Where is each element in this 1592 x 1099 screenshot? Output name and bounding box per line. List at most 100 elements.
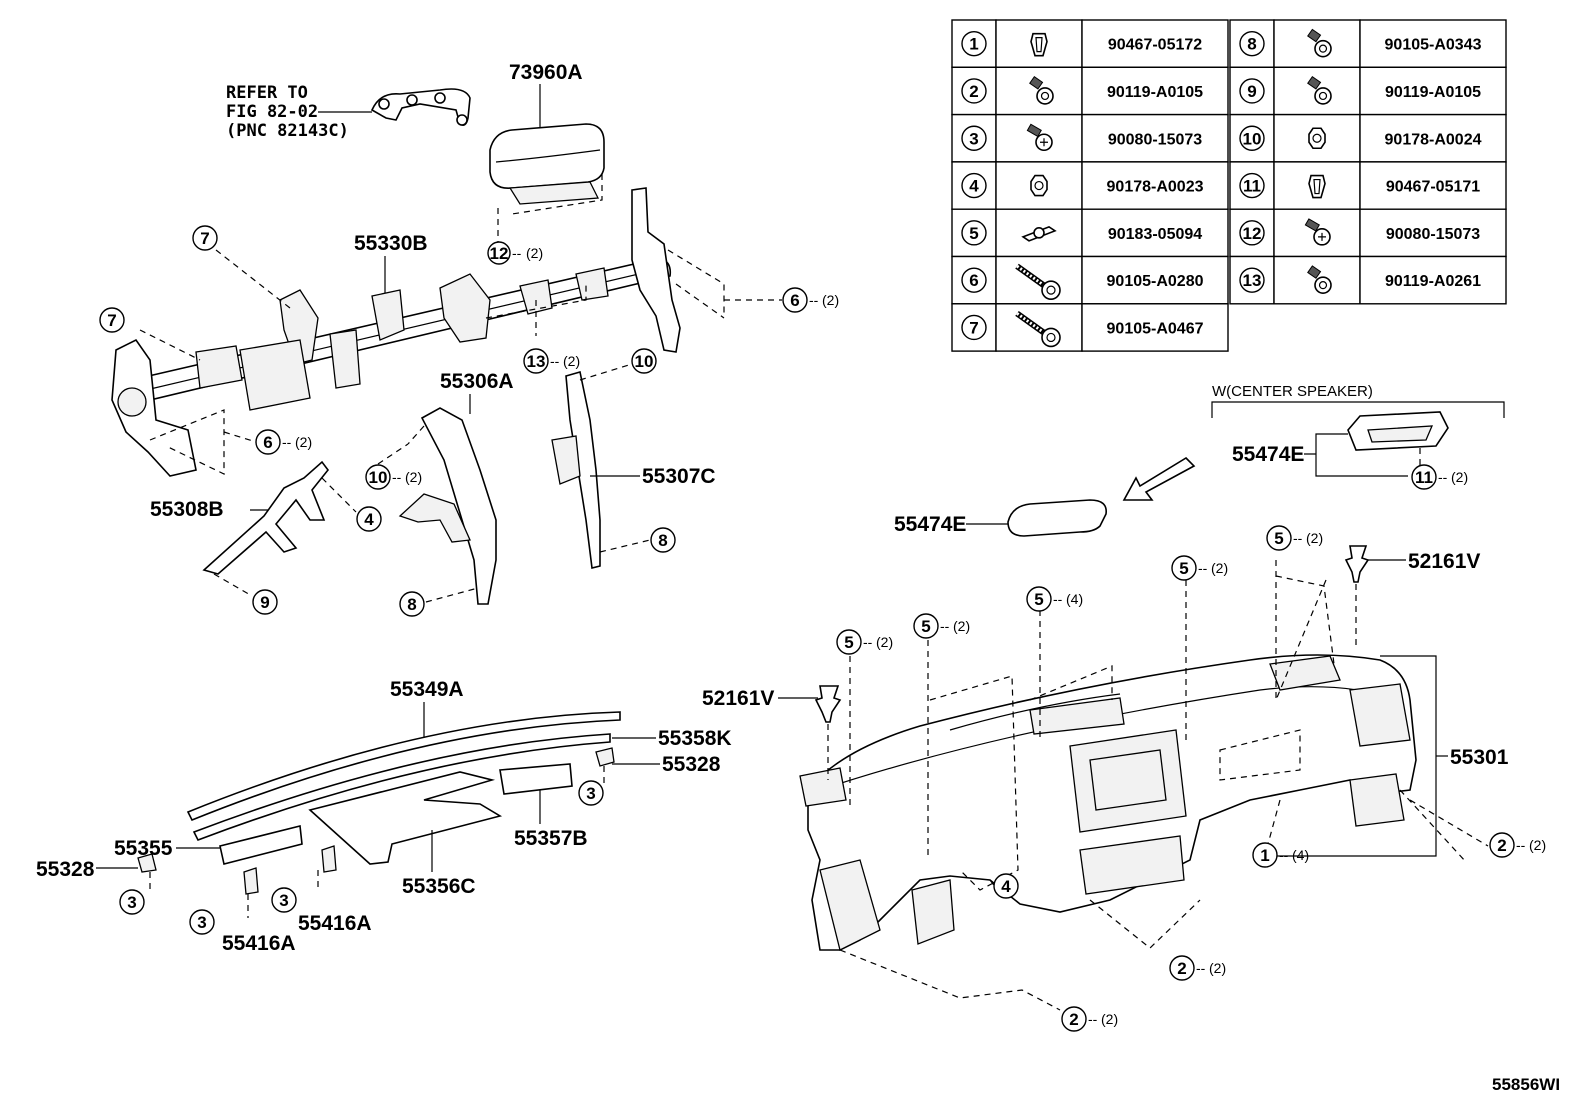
svg-text:3: 3 xyxy=(279,891,288,910)
refer-line-2: FIG 82-02 xyxy=(226,102,318,122)
svg-text:(4): (4) xyxy=(1066,591,1083,607)
fastener-part-number: 90178-A0024 xyxy=(1385,131,1482,148)
callout-5b: 5--(2) xyxy=(913,613,970,639)
svg-text:--: -- xyxy=(1088,1011,1098,1027)
svg-text:6: 6 xyxy=(263,433,272,452)
svg-text:--: -- xyxy=(940,618,950,634)
fastener-row: 13 90119-A0261 xyxy=(1229,255,1507,305)
label-52161V-left: 52161V xyxy=(702,687,774,710)
svg-text:3: 3 xyxy=(127,893,136,912)
label-55349A: 55349A xyxy=(390,678,464,701)
nut-icon xyxy=(1308,127,1326,150)
label-55474E-right: 55474E xyxy=(1232,443,1304,466)
airbag-module: 73960A xyxy=(489,61,605,242)
fastener-part-number: 90119-A0261 xyxy=(1385,273,1481,290)
callout-6b: 6 --(2) xyxy=(255,429,312,455)
refer-line-3: (PNC 82143C) xyxy=(226,121,349,141)
pad-group: 55349A 55358K 55328 55357B 55356C 55355 … xyxy=(36,678,732,955)
fastener-number: 1 xyxy=(969,35,978,54)
label-55308B: 55308B xyxy=(150,498,224,521)
fastener-number: 5 xyxy=(969,224,978,243)
fastener-number: 9 xyxy=(1247,82,1256,101)
svg-text:2: 2 xyxy=(1497,836,1506,855)
fastener-part-number: 90467-05171 xyxy=(1386,179,1480,196)
svg-text:(2): (2) xyxy=(1101,1011,1118,1027)
fastener-row: 7 90105-A0467 xyxy=(951,303,1229,352)
callout-2a: 2--(2) xyxy=(1489,832,1546,858)
svg-text:--: -- xyxy=(1053,591,1063,607)
fastener-number: 13 xyxy=(1243,271,1262,290)
steering-support-beam: 55330B xyxy=(111,187,725,477)
svg-text:(2): (2) xyxy=(1451,469,1468,485)
label-55358K: 55358K xyxy=(658,727,732,750)
fastener-part-number: 90105-A0467 xyxy=(1107,320,1204,337)
clip-icon xyxy=(1308,174,1326,199)
fastener-number: 6 xyxy=(969,271,978,290)
svg-text:(2): (2) xyxy=(1306,530,1323,546)
clip-52161V-left: 52161V xyxy=(702,685,842,780)
svg-text:(2): (2) xyxy=(822,292,839,308)
fastener-number: 7 xyxy=(969,318,978,337)
center-speaker-box: W(CENTER SPEAKER) 55474E xyxy=(1211,383,1505,477)
svg-text:(2): (2) xyxy=(953,618,970,634)
fastener-number: 3 xyxy=(969,129,978,148)
svg-text:(4): (4) xyxy=(1292,847,1309,863)
fastener-part-number: 90178-A0023 xyxy=(1107,179,1204,196)
callout-13: 13--(2) xyxy=(523,348,580,374)
fastener-part-number: 90119-A0105 xyxy=(1385,84,1481,101)
refer-line-1: REFER TO xyxy=(226,83,308,103)
svg-text:(2): (2) xyxy=(563,353,580,369)
callout-8b: 8 xyxy=(650,527,676,553)
refer-note: REFER TO FIG 82-02 (PNC 82143C) xyxy=(226,83,471,141)
clip-52161V-right: 52161V xyxy=(1344,545,1480,650)
callout-8a: 8 xyxy=(399,591,425,617)
svg-text:(2): (2) xyxy=(1529,837,1546,853)
label-55306A: 55306A xyxy=(440,370,514,393)
label-55330B: 55330B xyxy=(354,232,428,255)
callout-3b: 3 xyxy=(119,889,145,915)
callout-5e: 5--(2) xyxy=(1266,525,1323,551)
svg-text:5: 5 xyxy=(844,633,853,652)
callout-1: 1--(4) xyxy=(1252,842,1309,868)
svg-text:(2): (2) xyxy=(295,434,312,450)
svg-text:5: 5 xyxy=(1179,559,1188,578)
instrument-panel: 55301 xyxy=(799,560,1509,1011)
fastener-number: 11 xyxy=(1243,177,1261,196)
svg-text:5: 5 xyxy=(1274,529,1283,548)
svg-text:11: 11 xyxy=(1415,468,1433,487)
svg-text:--: -- xyxy=(809,292,819,308)
callout-9: 9 xyxy=(252,589,278,615)
fastener-part-number: 90080-15073 xyxy=(1108,131,1202,148)
label-55474E-left: 55474E xyxy=(894,513,966,536)
callout-6a: 6 --(2) xyxy=(782,287,839,313)
svg-text:(2): (2) xyxy=(405,469,422,485)
callout-4a: 4 xyxy=(356,506,382,532)
fastener-part-number: 90183-05094 xyxy=(1108,226,1202,243)
direction-arrow xyxy=(1122,456,1196,501)
callout-3a: 3 xyxy=(578,780,604,806)
svg-text:--: -- xyxy=(1196,960,1206,976)
label-55357B: 55357B xyxy=(514,827,588,850)
svg-text:4: 4 xyxy=(1001,877,1011,896)
svg-text:--: -- xyxy=(282,434,292,450)
svg-text:6: 6 xyxy=(790,291,799,310)
svg-text:7: 7 xyxy=(200,229,209,248)
callout-10a: 10--(2) xyxy=(365,464,422,490)
label-55356C: 55356C xyxy=(402,875,476,898)
callout-5c: 5--(4) xyxy=(1026,586,1083,612)
fastener-number: 8 xyxy=(1247,35,1256,54)
svg-text:10: 10 xyxy=(635,352,654,371)
label-55355: 55355 xyxy=(114,837,173,860)
callout-11: 11 --(2) xyxy=(1411,464,1468,490)
svg-text:3: 3 xyxy=(197,913,206,932)
label-55301: 55301 xyxy=(1450,746,1509,769)
label-55416A-right: 55416A xyxy=(298,912,372,935)
svg-text:--: -- xyxy=(863,634,873,650)
svg-text:1: 1 xyxy=(1260,846,1269,865)
svg-text:--: -- xyxy=(1438,469,1448,485)
callout-10b: 10 xyxy=(631,348,657,374)
fastener-part-number: 90080-15073 xyxy=(1386,226,1480,243)
